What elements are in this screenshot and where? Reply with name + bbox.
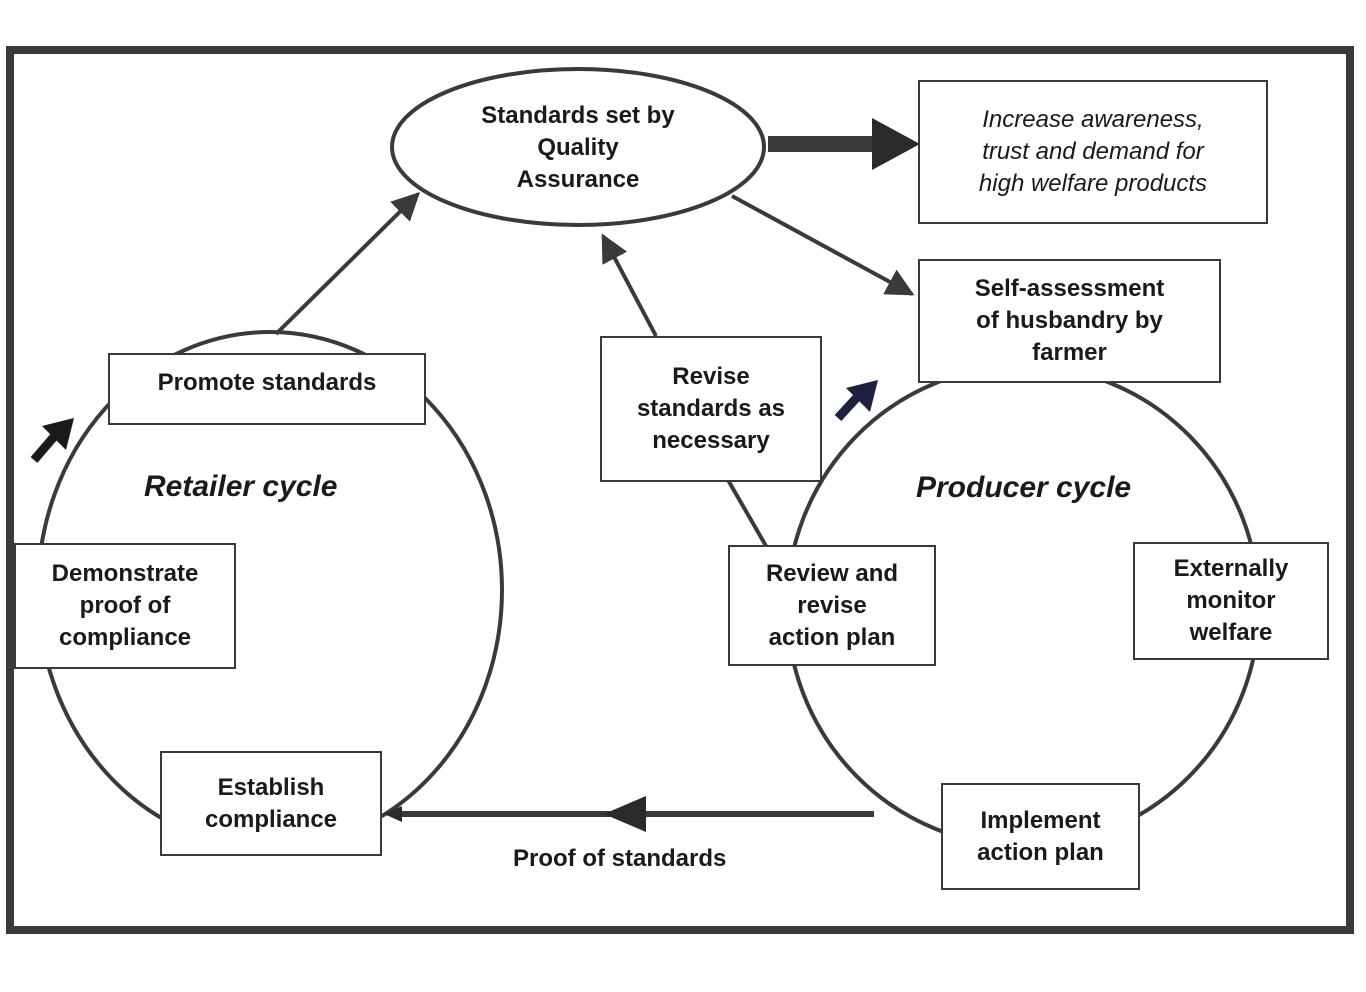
line-review-to-revise <box>726 479 768 547</box>
producer-cycle-arrowhead <box>834 380 878 422</box>
establish-compliance-box: Establish compliance <box>160 751 382 856</box>
arrow-qa-to-self-assessment <box>731 194 915 296</box>
arrow-promote-to-qa <box>274 192 420 336</box>
arrow-qa-to-awareness <box>768 118 920 170</box>
implement-action-plan-box: Implement action plan <box>941 783 1140 890</box>
proof-of-standards-label: Proof of standards <box>513 845 727 872</box>
increase-awareness-box: Increase awareness, trust and demand for… <box>918 80 1268 224</box>
diagram-frame <box>6 46 1354 934</box>
self-assessment-box: Self-assessment of husbandry by farmer <box>918 259 1221 383</box>
externally-monitor-box: Externally monitor welfare <box>1133 542 1329 660</box>
demonstrate-proof-box: Demonstrate proof of compliance <box>14 543 236 669</box>
promote-standards-box: Promote standards <box>108 353 426 425</box>
qa-standards-node: Standards set by Quality Assurance <box>481 102 675 193</box>
retailer-cycle-label: Retailer cycle <box>144 470 338 503</box>
arrow-revise-to-qa <box>601 233 658 337</box>
revise-standards-box: Revise standards as necessary <box>600 336 822 482</box>
qa-standards-ellipse <box>390 67 766 227</box>
arrow-proof-of-standards <box>384 796 874 832</box>
producer-cycle-label: Producer cycle <box>916 471 1132 504</box>
retailer-cycle-arrowhead <box>30 418 74 463</box>
review-action-plan-box: Review and revise action plan <box>728 545 936 666</box>
